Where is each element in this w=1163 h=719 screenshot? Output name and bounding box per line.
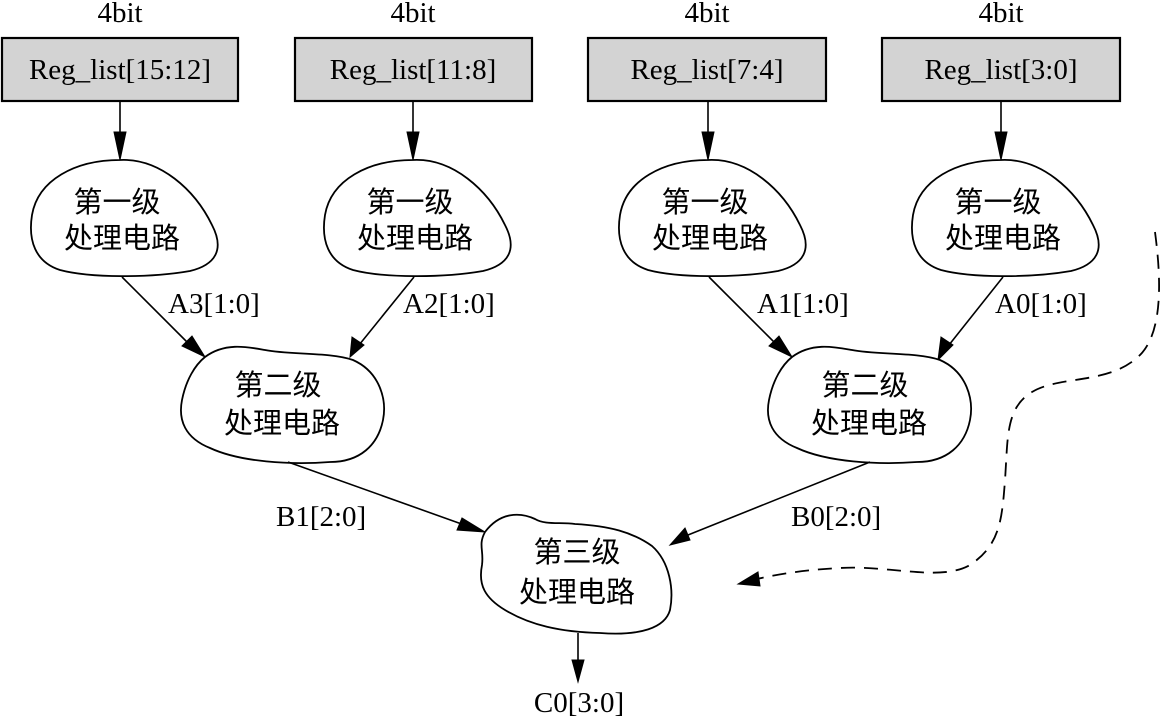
register-width-label: 4bit <box>978 0 1023 29</box>
register-name: Reg_list[15:12] <box>29 54 211 86</box>
stage2-node: 第二级 处理电路 <box>767 345 972 464</box>
stage2-label-line2: 处理电路 <box>224 406 340 440</box>
register-name: Reg_list[7:4] <box>630 54 783 86</box>
stage2-node: 第二级 处理电路 <box>180 345 385 464</box>
signal-label-a1: A1[1:0] <box>757 288 849 320</box>
signal-label-a3: A3[1:0] <box>168 288 260 320</box>
stage1-label-line2: 处理电路 <box>652 221 768 255</box>
register-width-label: 4bit <box>684 0 729 29</box>
stage2-label-line2: 处理电路 <box>811 406 927 440</box>
signal-label-a0: A0[1:0] <box>995 288 1087 320</box>
dashed-flow-arrow <box>736 231 1160 587</box>
register-name: Reg_list[11:8] <box>330 54 496 86</box>
stage2-label-line1: 第二级 <box>821 368 908 402</box>
signal-label-b1: B1[2:0] <box>276 501 366 533</box>
arrow-stage3-to-output <box>571 633 585 684</box>
edge-b1 <box>287 461 486 533</box>
stage1-node: 第一级 处理电路 <box>911 159 1100 278</box>
stage1-label-line1: 第一级 <box>661 185 748 219</box>
register-width-label: 4bit <box>390 0 435 29</box>
stage2-label-line1: 第二级 <box>234 368 321 402</box>
stage1-node: 第一级 处理电路 <box>323 159 512 278</box>
stage3-label-line1: 第三级 <box>533 535 620 569</box>
register-box-15-12: Reg_list[15:12] <box>0 36 240 103</box>
stage3-label-line2: 处理电路 <box>519 575 635 609</box>
output-label-c0: C0[3:0] <box>534 687 624 719</box>
register-width-label: 4bit <box>97 0 142 29</box>
edge-a2 <box>349 276 415 359</box>
stage1-label-line1: 第一级 <box>73 185 160 219</box>
signal-label-b0: B0[2:0] <box>791 501 881 533</box>
edge-a3 <box>121 276 207 359</box>
signal-label-a2: A2[1:0] <box>403 288 495 320</box>
arrow-register-to-stage1 <box>701 101 715 161</box>
stage1-label-line2: 处理电路 <box>945 221 1061 255</box>
stage1-node: 第一级 处理电路 <box>30 159 219 278</box>
register-box-7-4: Reg_list[7:4] <box>586 36 828 103</box>
register-box-11-8: Reg_list[11:8] <box>293 36 534 103</box>
arrow-register-to-stage1 <box>113 101 127 161</box>
edge-a0 <box>937 276 1004 362</box>
stage1-label-line1: 第一级 <box>954 185 1041 219</box>
arrow-register-to-stage1 <box>994 101 1008 161</box>
arrow-register-to-stage1 <box>406 101 420 161</box>
stage1-label-line2: 处理电路 <box>64 221 180 255</box>
register-box-3-0: Reg_list[3:0] <box>880 36 1122 103</box>
stage1-label-line1: 第一级 <box>366 185 453 219</box>
register-name: Reg_list[3:0] <box>924 54 1077 86</box>
stage3-node: 第三级 处理电路 <box>480 513 673 635</box>
edge-a1 <box>708 276 794 359</box>
stage1-node: 第一级 处理电路 <box>618 159 807 278</box>
stage1-label-line2: 处理电路 <box>357 221 473 255</box>
edge-b0 <box>668 461 871 546</box>
